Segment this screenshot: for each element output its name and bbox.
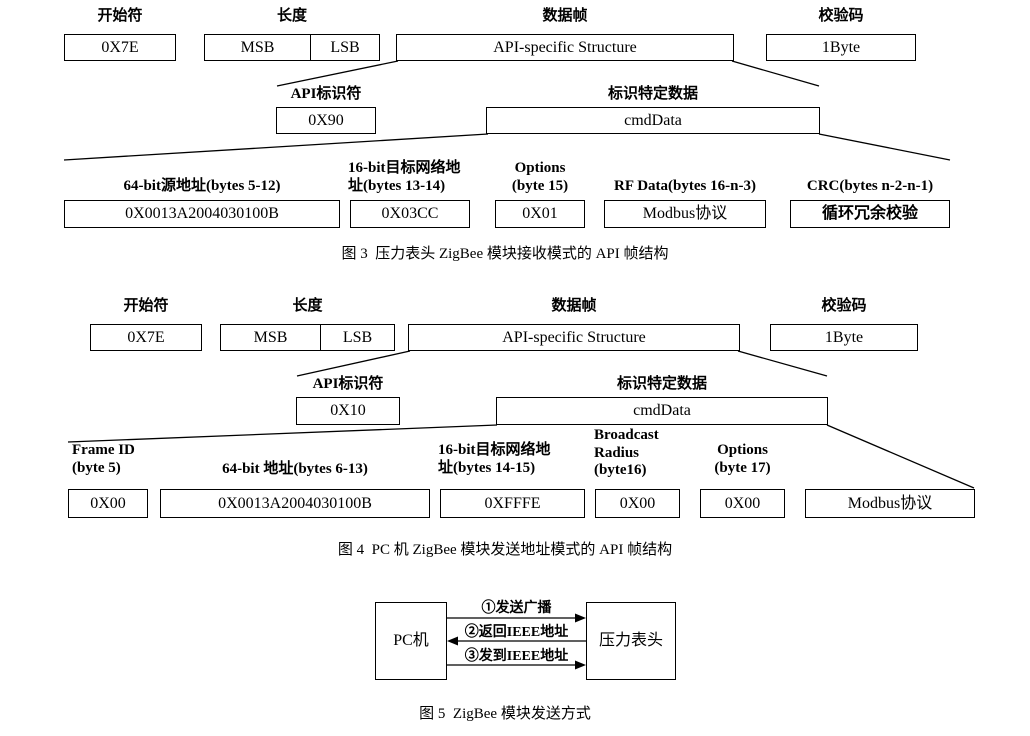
fig3-source-address-box: 0X0013A2004030100B	[64, 200, 340, 228]
fig3-start-delimiter-label: 开始符	[97, 8, 143, 24]
fig4-api-identifier-label: API标识符	[312, 376, 384, 392]
fig4-broadcast-radius-box: 0X00	[595, 489, 680, 518]
fig4-level2-connector-right	[737, 350, 828, 377]
fig4-level2-connector-left	[296, 350, 411, 377]
fig3-level2-connector-left	[276, 60, 399, 87]
fig4-options-box: 0X00	[700, 489, 785, 518]
fig3-api-identifier-label: API标识符	[290, 86, 362, 102]
fig4-frame-id-label: Frame ID (byte 5)	[72, 442, 135, 476]
fig5-arrow1-label: ①发送广播	[481, 601, 552, 616]
fig5-arrow3-label: ③发到IEEE地址	[464, 649, 569, 664]
fig5-pressure-gauge-box: 压力表头	[586, 602, 676, 680]
fig3-checksum-label: 校验码	[818, 8, 864, 24]
fig4-address-label: 64-bit 地址(bytes 6-13)	[222, 461, 368, 477]
fig4-data-frame-box: API-specific Structure	[408, 324, 740, 351]
fig3-crc-box: 循环冗余校验	[790, 200, 950, 228]
fig4-checksum-label: 校验码	[821, 298, 867, 314]
fig4-data-frame-label: 数据帧	[551, 298, 597, 314]
fig3-level2-connector-right	[731, 60, 820, 87]
fig4-start-delimiter-box: 0X7E	[90, 324, 202, 351]
fig3-rfdata-label: RF Data(bytes 16-n-3)	[614, 178, 756, 194]
fig3-level3-connector-left	[63, 133, 489, 161]
fig4-msb-box: MSB	[220, 324, 321, 351]
fig3-cmddata-box: cmdData	[486, 107, 820, 134]
fig3-level3-connector-right	[818, 133, 951, 161]
fig4-checksum-box: 1Byte	[770, 324, 918, 351]
fig4-level3-connector-left	[67, 424, 498, 443]
fig3-caption: 图 3 压力表头 ZigBee 模块接收模式的 API 帧结构	[341, 246, 669, 262]
fig5-caption: 图 5 ZigBee 模块发送方式	[419, 706, 591, 722]
fig3-start-delimiter-box: 0X7E	[64, 34, 176, 61]
fig4-frame-id-box: 0X00	[68, 489, 148, 518]
fig3-specific-data-label: 标识特定数据	[607, 86, 698, 102]
fig4-length-label: 长度	[292, 298, 323, 314]
fig3-network-address-label: 16-bit目标网络地 址(bytes 13-14)	[348, 160, 461, 194]
fig3-data-frame-box: API-specific Structure	[396, 34, 734, 61]
fig4-broadcast-radius-label: Broadcast Radius (byte16)	[594, 427, 659, 479]
fig3-data-frame-label: 数据帧	[542, 8, 588, 24]
fig4-network-address-box: 0XFFFE	[440, 489, 585, 518]
fig4-start-delimiter-label: 开始符	[123, 298, 169, 314]
fig5-arrow2-left-arrowhead-icon	[447, 636, 458, 646]
fig4-specific-data-label: 标识特定数据	[616, 376, 707, 392]
fig3-length-label: 长度	[276, 8, 307, 24]
fig4-options-label: Options (byte 17)	[714, 442, 771, 476]
fig4-api-identifier-box: 0X10	[296, 397, 400, 425]
fig3-rfdata-box: Modbus协议	[604, 200, 766, 228]
fig4-network-address-label: 16-bit目标网络地 址(bytes 14-15)	[438, 442, 551, 476]
fig5-arrow2-label: ②返回IEEE地址	[464, 625, 569, 640]
fig4-modbus-box: Modbus协议	[805, 489, 975, 518]
fig3-options-label: Options (byte 15)	[511, 160, 569, 194]
fig3-checksum-box: 1Byte	[766, 34, 916, 61]
fig3-lsb-box: LSB	[310, 34, 380, 61]
fig3-crc-label: CRC(bytes n-2-n-1)	[806, 178, 934, 194]
fig3-options-box: 0X01	[495, 200, 585, 228]
fig3-api-identifier-box: 0X90	[276, 107, 376, 134]
fig4-lsb-box: LSB	[320, 324, 395, 351]
fig3-msb-box: MSB	[204, 34, 311, 61]
fig4-caption: 图 4 PC 机 ZigBee 模块发送地址模式的 API 帧结构	[337, 542, 673, 558]
fig3-source-address-label: 64-bit源地址(bytes 5-12)	[123, 178, 281, 194]
fig3-network-address-box: 0X03CC	[350, 200, 470, 228]
fig4-level3-connector-right	[826, 424, 975, 489]
fig4-cmddata-box: cmdData	[496, 397, 828, 425]
fig4-address-box: 0X0013A2004030100B	[160, 489, 430, 518]
fig5-arrow1-right-arrowhead-icon	[575, 613, 586, 623]
fig5-pc-box: PC机	[375, 602, 447, 680]
fig5-arrow3-right-arrowhead-icon	[575, 660, 586, 670]
